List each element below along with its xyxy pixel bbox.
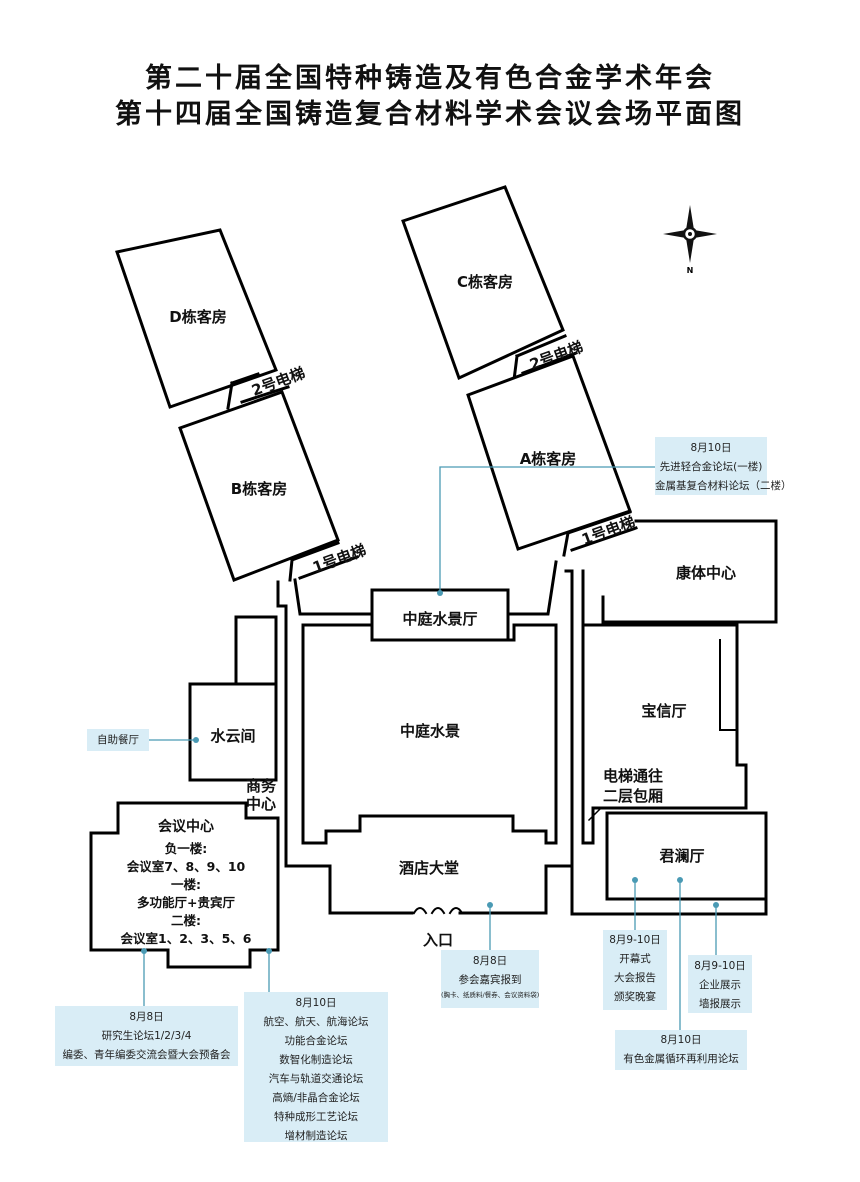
c-building-label: C栋客房 — [457, 273, 513, 291]
callout-line: 参会嘉宾报到 — [458, 974, 522, 986]
callout-line: 有色金属循环再利用论坛 — [623, 1053, 739, 1065]
callout-date: 8月10日 — [690, 442, 732, 454]
callout-line: 金属基复合材料论坛（二楼） — [655, 480, 792, 492]
fitness-center-label: 康体中心 — [676, 564, 736, 582]
callout-junlan-recycling: 8月10日 有色金属循环再利用论坛 — [615, 1030, 747, 1070]
right-elevator-1-corridor — [566, 510, 638, 552]
leader-a-building — [439, 466, 655, 593]
right-elevator-1-door — [562, 531, 570, 557]
callout-junlan-opening: 8月9-10日 开幕式 大会报告 颁奖晚宴 — [603, 930, 667, 1010]
callout-buffet: 自助餐厅 — [87, 729, 149, 751]
conference-center-info: 会议中心 负一楼: 会议室7、8、9、10 一楼: 多功能厅+贵宾厅 二楼: 会… — [96, 818, 276, 948]
callout-line: 颁奖晚宴 — [614, 991, 656, 1003]
callout-line: 功能合金论坛 — [284, 1035, 348, 1047]
callout-line: 研究生论坛1/2/3/4 — [101, 1030, 192, 1042]
callout-line: 大会报告 — [614, 972, 656, 984]
callout-date: 8月8日 — [129, 1011, 164, 1023]
callout-line: 增材制造论坛 — [284, 1130, 348, 1142]
junlan-hall-block — [605, 811, 768, 901]
b-building-label: B栋客房 — [231, 480, 287, 498]
callout-date: 8月10日 — [295, 997, 337, 1009]
elevator-2f-label-2: 二层包厢 — [603, 787, 663, 805]
elevator-2f-label-1: 电梯通往 — [603, 767, 663, 785]
callout-a-building-forums: 8月10日 先进轻合金论坛(一楼) 金属基复合材料论坛（二楼） — [655, 437, 792, 495]
callout-lobby-registration: 8月8日 参会嘉宾报到 (胸卡、纸质料/餐券、会议资料袋) — [441, 950, 539, 1008]
fitness-center-block — [601, 519, 778, 624]
callout-date: 8月9-10日 — [694, 960, 746, 972]
callout-line: 墙报展示 — [699, 998, 741, 1010]
atrium-hall-label: 中庭水景厅 — [402, 610, 477, 628]
east-corridor-wall — [458, 569, 574, 915]
entrance-label: 入口 — [423, 931, 453, 949]
conference-center-line: 负一楼: — [164, 841, 208, 856]
right-elevator-2-door — [512, 354, 519, 382]
d-building-label: D栋客房 — [169, 308, 226, 326]
conference-center-line: 会议室1、2、3、5、6 — [120, 931, 252, 946]
left-elevator-2-door — [226, 381, 234, 410]
callout-line: 航空、航天、航海论坛 — [263, 1016, 369, 1028]
atrium-label: 中庭水景 — [400, 722, 460, 740]
map-title-line-1: 第二十届全国特种铸造及有色合金学术年会 — [145, 63, 715, 94]
elevator-2f-door — [587, 806, 603, 822]
compass-north-label: N — [687, 266, 694, 275]
junlan-hall-label: 君澜厅 — [659, 847, 704, 865]
d-building-block — [115, 228, 278, 409]
callout-line: 自助餐厅 — [97, 734, 139, 746]
east-inner-wall — [581, 569, 605, 627]
callout-line: 汽车与轨道交通论坛 — [268, 1073, 364, 1085]
baoxin-hall-block — [581, 623, 748, 845]
conference-center-line: 一楼: — [171, 877, 201, 892]
entrance-door-icon — [412, 907, 464, 915]
junlan-corridor-wall — [570, 864, 768, 916]
c-building-block — [401, 185, 565, 381]
callout-date: 8月10日 — [660, 1034, 702, 1046]
callout-date: 8月9-10日 — [609, 934, 661, 946]
left-elevator-2-corridor — [230, 372, 290, 404]
callout-conference-8-10: 8月10日 航空、航天、航海论坛 功能合金论坛 数智化制造论坛 汽车与轨道交通论… — [244, 992, 388, 1142]
callout-line: 高熵/非晶合金论坛 — [272, 1092, 360, 1104]
atrium-hall-block — [370, 588, 510, 642]
a-building-label: A栋客房 — [520, 450, 577, 468]
callout-line: 开幕式 — [619, 953, 651, 965]
callout-exhibition: 8月9-10日 企业展示 墙报展示 — [688, 955, 752, 1013]
shuiyun-upper-wall — [234, 615, 278, 686]
baoxin-inner-wall — [719, 639, 738, 731]
callout-date: 8月8日 — [472, 955, 508, 967]
conference-center-line: 二楼: — [171, 913, 201, 928]
callout-line: 特种成形工艺论坛 — [274, 1111, 358, 1123]
callout-note: (胸卡、纸质料/餐券、会议资料袋) — [441, 991, 540, 999]
callout-conference-8-8: 8月8日 研究生论坛1/2/3/4 编委、青年编委交流会暨大会预备会 — [55, 1006, 238, 1066]
business-center-label-2: 中心 — [246, 795, 276, 813]
lobby-label: 酒店大堂 — [399, 859, 459, 877]
conference-center-title: 会议中心 — [158, 819, 214, 835]
map-title-line-2: 第十四届全国铸造复合材料学术会议会场平面图 — [115, 99, 745, 130]
business-center-label-1: 商务 — [246, 777, 277, 795]
conference-center-line: 多功能厅+贵宾厅 — [137, 895, 235, 910]
left-elevator-1-door — [288, 558, 294, 582]
west-corridor-wall — [276, 580, 414, 915]
compass-rose-icon: N — [663, 205, 717, 275]
shuiyun-block — [188, 682, 278, 782]
callout-line: 先进轻合金论坛(一楼) — [659, 461, 763, 473]
left-elevator-1-corridor — [290, 541, 359, 580]
baoxin-hall-label: 宝信厅 — [641, 702, 686, 720]
callout-line: 企业展示 — [699, 979, 741, 991]
conference-center-block — [89, 801, 280, 969]
b-building-block — [178, 390, 340, 582]
conference-center-line: 会议室7、8、9、10 — [126, 859, 246, 874]
shuiyun-label: 水云间 — [210, 727, 255, 745]
callout-line: 数智化制造论坛 — [279, 1054, 353, 1066]
right-elevator-2-corridor — [515, 334, 578, 375]
callout-line: 编委、青年编委交流会暨大会预备会 — [62, 1049, 231, 1061]
